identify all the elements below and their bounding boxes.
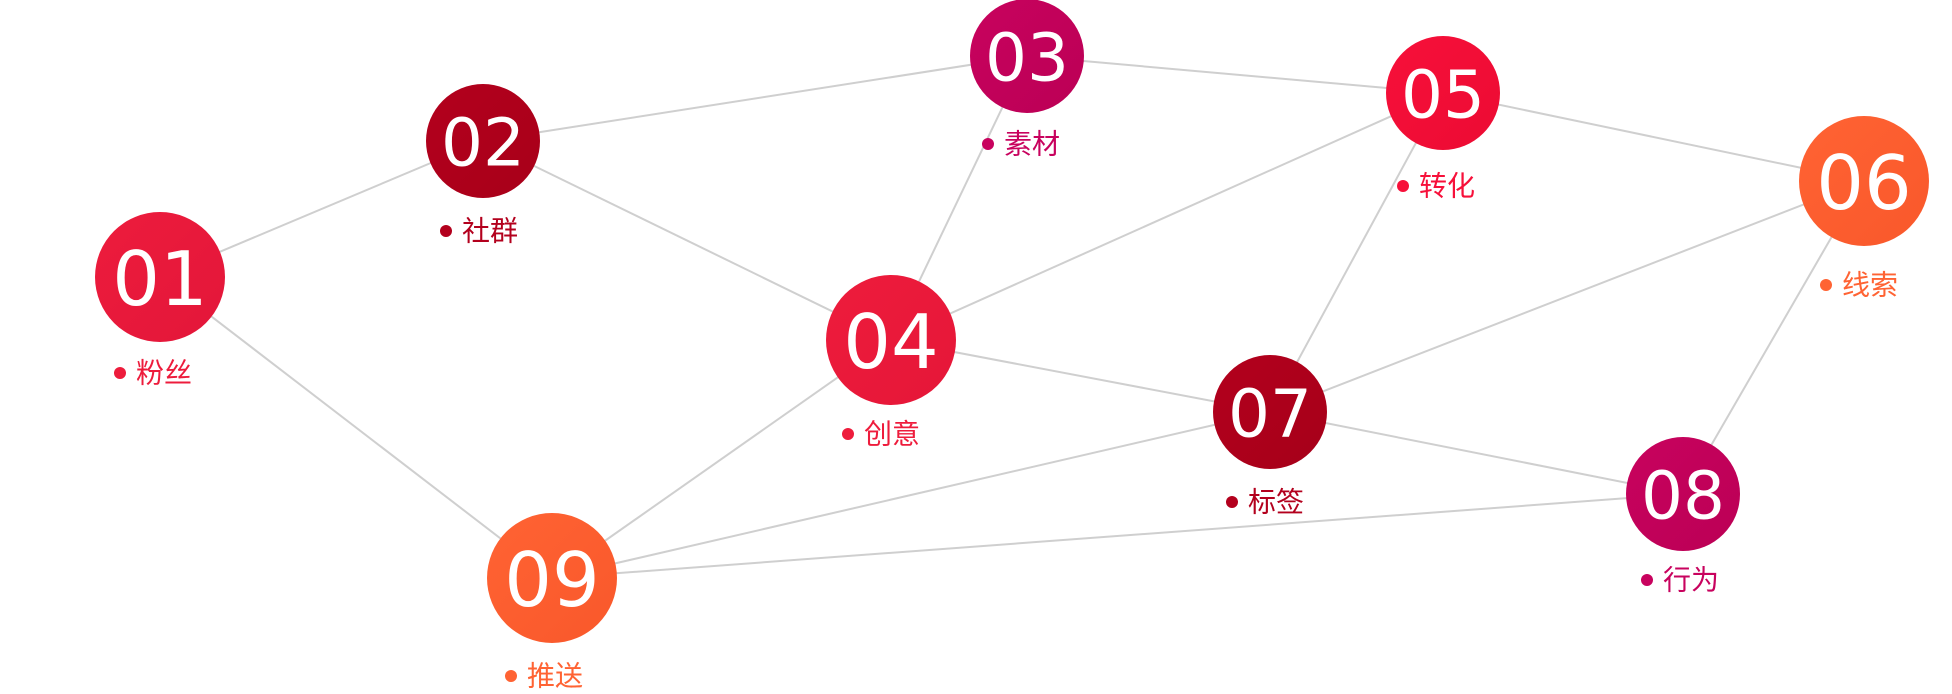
node-label-08: 行为 — [1663, 564, 1719, 597]
node-number-02: 02 — [441, 105, 525, 182]
node-label-01: 粉丝 — [136, 357, 192, 390]
edge-02-03 — [482, 55, 1028, 142]
edge-05-06 — [1442, 92, 1865, 182]
node-number-08: 08 — [1641, 458, 1725, 535]
node-label-07: 标签 — [1248, 486, 1304, 519]
node-02: 02 社群 — [426, 84, 540, 248]
edge-02-04 — [482, 140, 892, 341]
bullet-dot-icon — [114, 367, 126, 379]
node-number-03: 03 — [985, 20, 1069, 97]
edge-07-08 — [1269, 411, 1684, 495]
node-label-03: 素材 — [1004, 128, 1060, 161]
node-circle-04 — [826, 275, 956, 405]
bullet-dot-icon — [1641, 574, 1653, 586]
node-07: 07 标签 — [1213, 355, 1327, 519]
node-label-05: 转化 — [1419, 170, 1475, 203]
node-01: 01 粉丝 — [95, 212, 225, 390]
node-circle-09 — [487, 513, 617, 643]
node-number-09: 09 — [504, 536, 599, 624]
node-label-06: 线索 — [1842, 269, 1898, 302]
node-circle-08 — [1626, 437, 1740, 551]
edge-06-07 — [1269, 180, 1865, 413]
node-circle-07 — [1213, 355, 1327, 469]
node-label-09: 推送 — [527, 660, 583, 693]
node-number-01: 01 — [112, 235, 207, 323]
bullet-dot-icon — [440, 225, 452, 237]
node-05: 05 转化 — [1386, 36, 1500, 203]
edge-08-09 — [551, 493, 1684, 579]
node-09: 09 推送 — [487, 513, 617, 693]
node-circle-02 — [426, 84, 540, 198]
node-number-07: 07 — [1228, 376, 1312, 453]
node-06: 06 线索 — [1799, 116, 1929, 302]
node-circle-01 — [95, 212, 225, 342]
node-layer: 01 粉丝 02 社群 03 素材 04 创意 05 转化 06 线索 07 标签 08 行为 09 推送 — [95, 0, 1929, 693]
bullet-dot-icon — [1820, 279, 1832, 291]
node-label-02: 社群 — [462, 215, 518, 248]
node-number-06: 06 — [1816, 139, 1911, 227]
node-circle-03 — [970, 0, 1084, 113]
node-04: 04 创意 — [826, 275, 956, 451]
bullet-dot-icon — [842, 428, 854, 440]
bullet-dot-icon — [1226, 496, 1238, 508]
node-label-04: 创意 — [864, 418, 920, 451]
node-circle-05 — [1386, 36, 1500, 150]
edge-04-09 — [551, 339, 892, 579]
edge-05-07 — [1269, 92, 1444, 413]
node-number-05: 05 — [1401, 57, 1485, 134]
node-08: 08 行为 — [1626, 437, 1740, 597]
bullet-dot-icon — [982, 138, 994, 150]
node-03: 03 素材 — [970, 0, 1084, 161]
edge-01-09 — [159, 276, 553, 579]
edge-05-04 — [890, 92, 1444, 341]
edge-07-09 — [551, 411, 1271, 579]
node-number-04: 04 — [843, 298, 938, 386]
bullet-dot-icon — [505, 670, 517, 682]
node-circle-06 — [1799, 116, 1929, 246]
edge-03-05 — [1026, 55, 1444, 94]
bullet-dot-icon — [1397, 180, 1409, 192]
